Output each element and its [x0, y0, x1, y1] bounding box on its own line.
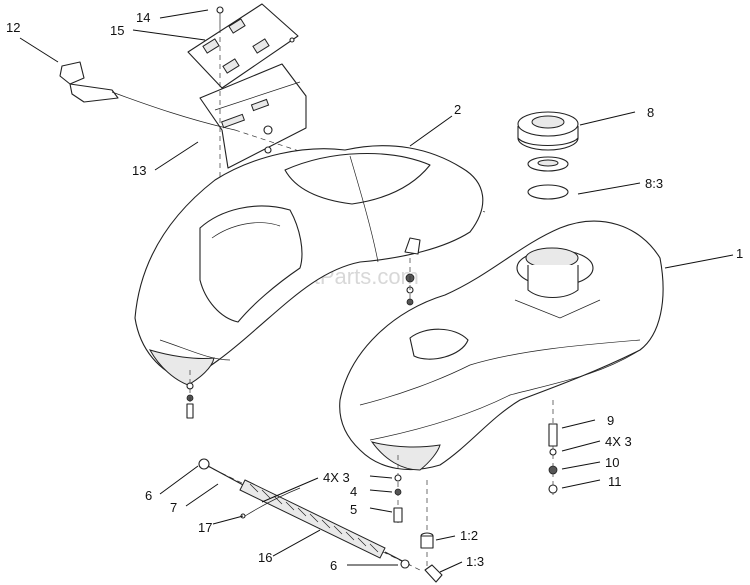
callout-5: 5	[350, 502, 357, 517]
callout-8-3: 8:3	[645, 176, 663, 191]
callout-labels: 14 15 12 13 2 8 8:3 1 9 4X 3 10 11 4X 3 …	[6, 10, 743, 573]
callout-14: 14	[136, 10, 150, 25]
part-13-panel	[199, 63, 307, 169]
callout-16: 16	[258, 550, 272, 565]
part-2-rear-shroud	[134, 145, 484, 386]
part-2-hardware	[186, 258, 415, 419]
parts-3-4-5-hardware	[393, 455, 403, 525]
callout-7: 7	[170, 500, 177, 515]
callout-6-bottom: 6	[330, 558, 337, 573]
callout-1-2: 1:2	[460, 528, 478, 543]
callout-11: 11	[608, 474, 622, 489]
part-16-fuel-hose	[198, 458, 443, 583]
callout-4x3-left: 4X 3	[323, 470, 350, 485]
callout-4: 4	[350, 484, 357, 499]
callout-1-3: 1:3	[466, 554, 484, 569]
callout-15: 15	[110, 23, 124, 38]
callout-13: 13	[132, 163, 146, 178]
callout-6-left: 6	[145, 488, 152, 503]
part-8-3-cap-gasket	[527, 156, 569, 200]
leader-lines	[19, 9, 734, 573]
callout-1: 1	[736, 246, 743, 261]
callout-4x3-right: 4X 3	[605, 434, 632, 449]
parts-9-10-11-stack	[548, 400, 558, 495]
callout-9: 9	[607, 413, 614, 428]
callout-8: 8	[647, 105, 654, 120]
callout-17: 17	[198, 520, 212, 535]
part-15-upper-plate	[187, 3, 299, 89]
callout-12: 12	[6, 20, 20, 35]
part-1-fuel-tank	[339, 220, 664, 471]
part-14-bolt	[216, 6, 224, 28]
callout-2: 2	[454, 102, 461, 117]
part-1-2-fitting	[420, 480, 434, 570]
callout-10: 10	[605, 455, 619, 470]
part-8-fuel-cap	[517, 111, 579, 151]
part-17-clamp	[240, 487, 301, 519]
